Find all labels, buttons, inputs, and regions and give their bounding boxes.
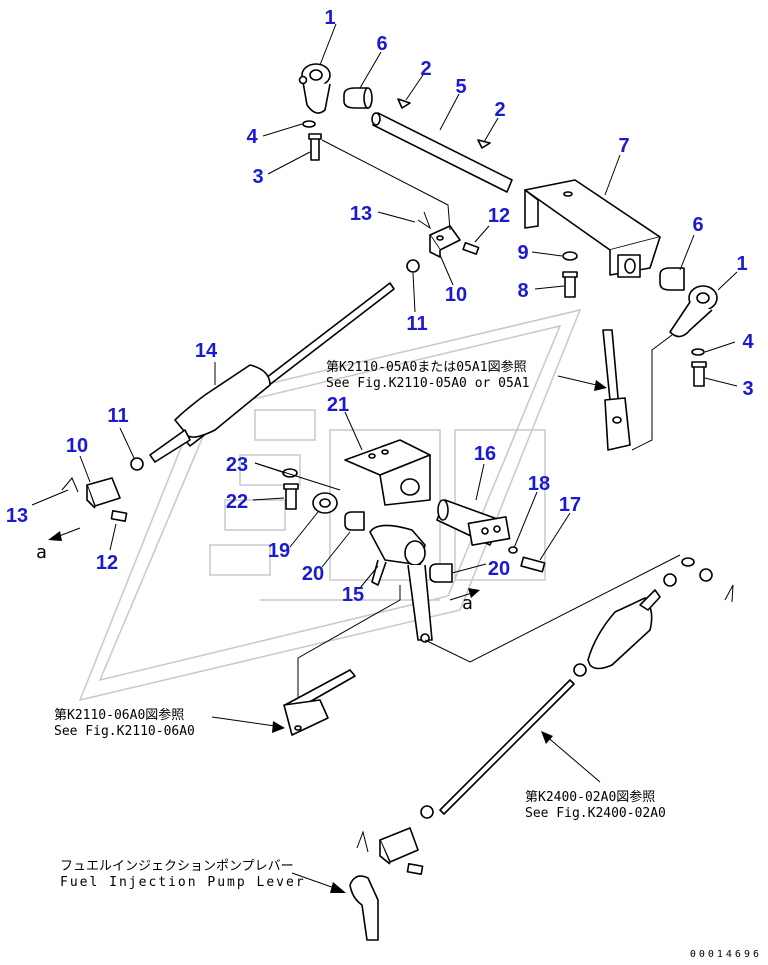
ref-4-en: Fuel Injection Pump Lever — [60, 875, 306, 890]
pump-lever-block — [356, 827, 424, 875]
pin-16 — [436, 499, 511, 546]
linkage-line-upper — [321, 139, 451, 231]
callout-12-top: 12 — [488, 205, 510, 227]
watermark-logo — [78, 308, 582, 702]
ref-2-en: See Fig.K2110-06A0 — [54, 724, 195, 739]
callout-19: 19 — [268, 540, 290, 562]
linkage-line-lower — [424, 554, 681, 663]
callout-3-left: 3 — [252, 166, 263, 188]
callout-15: 15 — [342, 584, 364, 606]
callout-numbers: 1 6 2 5 2 4 3 7 13 12 6 9 10 1 8 11 4 14… — [6, 7, 755, 606]
callout-17: 17 — [559, 494, 581, 516]
reference-lever-1 — [602, 329, 631, 451]
washer-23-bolt-22 — [282, 468, 299, 510]
bushing-20-right — [429, 563, 453, 583]
reference-lever-2 — [283, 669, 356, 736]
ref-3-en: See Fig.K2400-02A0 — [525, 806, 666, 821]
lever-15 — [369, 524, 433, 643]
shaft — [371, 98, 513, 193]
callout-13-left: 13 — [6, 505, 28, 527]
callout-14: 14 — [195, 340, 218, 362]
ref-3-jp: 第K2400-02A0図参照 — [525, 789, 655, 805]
callout-1-right: 1 — [736, 253, 747, 275]
callout-22: 22 — [226, 491, 248, 513]
arrow-tag-right: a — [462, 593, 473, 614]
callout-10-left: 10 — [66, 435, 88, 457]
callout-10-top: 10 — [445, 284, 467, 306]
callout-23: 23 — [226, 454, 248, 476]
callout-18: 18 — [528, 473, 550, 495]
rod-end-right — [663, 557, 734, 603]
callout-3-right: 3 — [742, 378, 753, 400]
plate-21 — [344, 439, 431, 506]
callout-16: 16 — [474, 443, 496, 465]
ref-2-jp: 第K2110-06A0図参照 — [54, 707, 184, 723]
callout-12-left: 12 — [96, 552, 118, 574]
callout-7: 7 — [618, 135, 629, 157]
drawing-number: 00014696 — [690, 949, 762, 960]
bushing-upper — [343, 87, 373, 109]
lever-arm-left — [298, 63, 331, 161]
callout-2-top: 2 — [420, 58, 431, 80]
callout-6-top: 6 — [376, 33, 387, 55]
callout-8: 8 — [517, 280, 528, 302]
ref-4-jp: フュエルインジェクションポンプレバー — [60, 859, 294, 874]
pump-lever — [349, 875, 379, 941]
joint-block-left — [61, 477, 128, 522]
callout-4-right: 4 — [742, 331, 754, 353]
linkage-line-left — [297, 585, 401, 700]
reference-arrows — [48, 375, 607, 893]
arrow-tag-left: a — [36, 542, 47, 563]
washer-9-bolt-8 — [562, 251, 578, 298]
leader-lines — [31, 23, 738, 589]
rod-assembly-lower — [420, 589, 661, 819]
callout-1-top: 1 — [324, 7, 335, 29]
joint-block-upper — [406, 211, 480, 273]
callout-2-mid: 2 — [494, 99, 505, 121]
callout-6-right: 6 — [692, 214, 703, 236]
bushing-20-left — [344, 511, 365, 531]
ref-1-en: See Fig.K2110-05A0 or 05A1 — [326, 376, 530, 391]
linkage-line-right — [631, 334, 673, 451]
callout-9: 9 — [517, 242, 528, 264]
callout-4-left: 4 — [246, 126, 258, 148]
callout-21: 21 — [327, 394, 349, 416]
lever-arm-right — [669, 285, 718, 387]
callout-11-left: 11 — [107, 405, 128, 427]
callout-11-top: 11 — [406, 313, 427, 335]
washer-19 — [312, 492, 338, 514]
reference-labels: 第K2110-05A0または05A1図参照 See Fig.K2110-05A0… — [54, 359, 666, 890]
bushing-right — [659, 267, 685, 291]
bracket — [524, 179, 661, 278]
callout-13-top: 13 — [350, 203, 372, 225]
ref-1-jp: 第K2110-05A0または05A1図参照 — [326, 359, 527, 375]
callout-5: 5 — [455, 76, 466, 98]
callout-20-right: 20 — [488, 558, 510, 580]
washer-18-bolt-17 — [508, 546, 546, 573]
rod-assembly-14 — [130, 282, 395, 471]
callout-20-left: 20 — [302, 563, 324, 585]
